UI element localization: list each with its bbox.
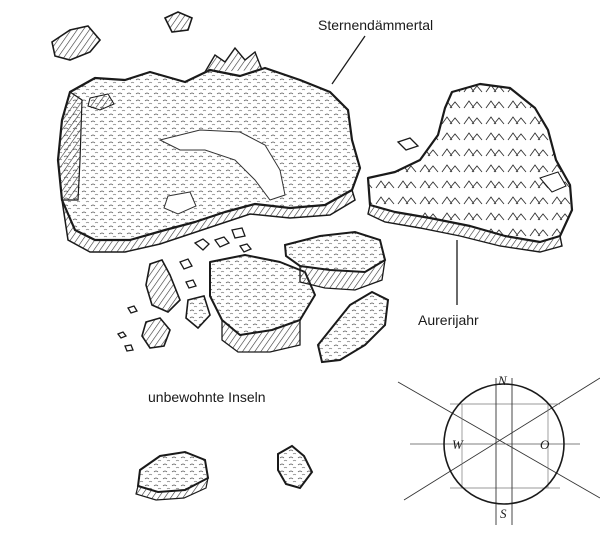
islet-north-2 [163, 11, 193, 33]
label-aurerijahr: Aurerijahr [418, 312, 479, 328]
island-plateau [283, 230, 387, 291]
compass-west-label: W [452, 437, 464, 452]
island-uninhabited-1 [135, 450, 210, 501]
compass-rose: N S W O [397, 373, 600, 525]
islet-hatched-west [141, 259, 211, 349]
label-sternendaemmertal: Sternendämmertal [318, 17, 434, 33]
compass-east-label: O [540, 437, 550, 452]
islet-north-1 [51, 25, 102, 61]
islet-east-small [396, 137, 420, 151]
compass-circle [443, 383, 565, 505]
island-sternendaemmertal [56, 46, 362, 253]
pointer-line-sternendaemmertal [331, 35, 366, 85]
label-unbewohnte-inseln: unbewohnte Inseln [148, 389, 266, 405]
island-uninhabited-2 [277, 444, 314, 490]
compass-north-label: N [497, 373, 508, 388]
island-aurerijahr [366, 82, 574, 253]
compass-south-label: S [500, 506, 507, 521]
island-central [209, 254, 316, 353]
rock-cluster [116, 227, 253, 352]
island-southeast-strip [316, 290, 390, 364]
